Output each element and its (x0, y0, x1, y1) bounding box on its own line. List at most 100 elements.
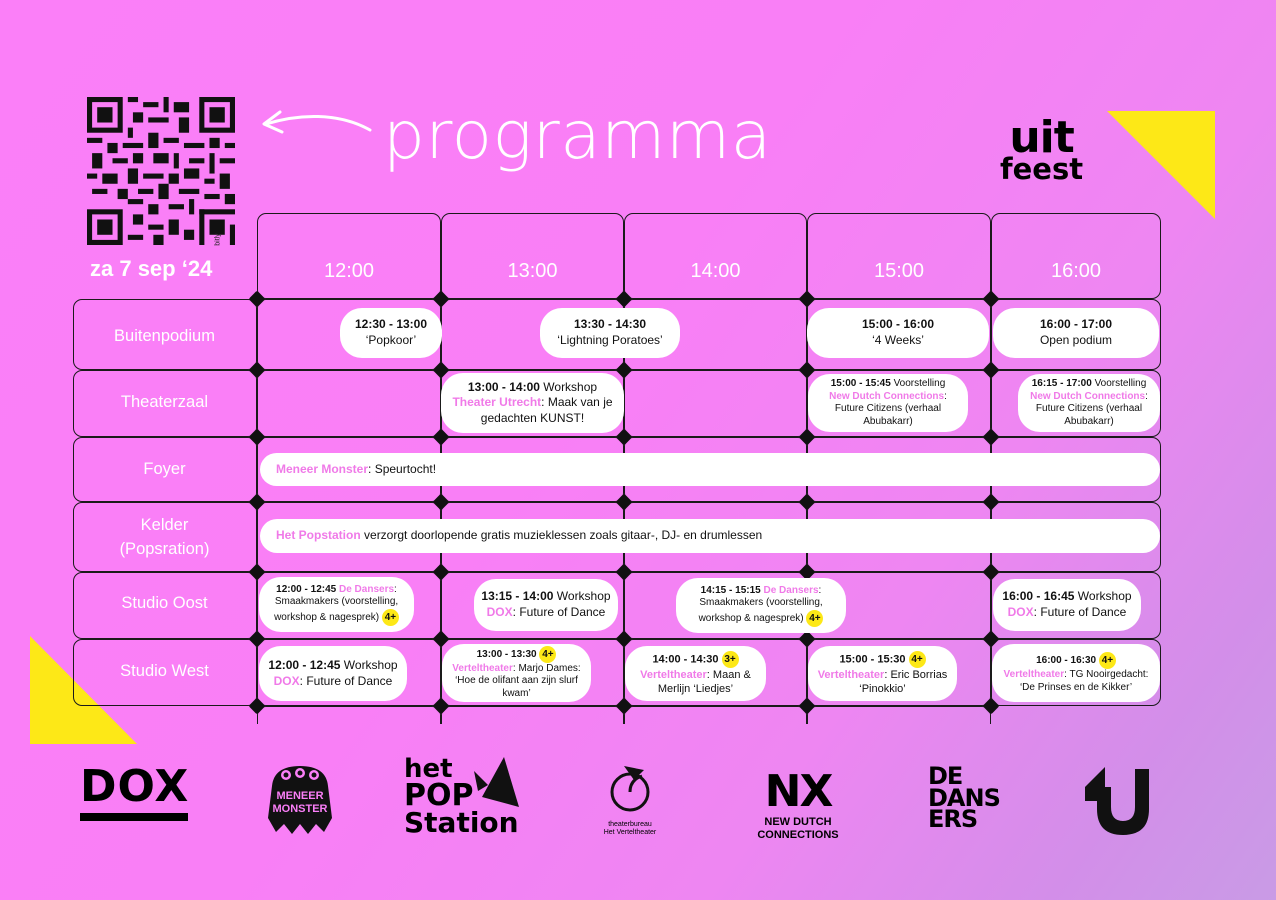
meneer-monster-logo: MENEER MONSTER (262, 762, 338, 836)
room-cell (73, 572, 257, 639)
grid-cell-tail (441, 706, 624, 724)
dox-logo-text: DOX (80, 761, 190, 812)
dedansers-line-2: DANS (928, 783, 1001, 812)
event-card[interactable]: 12:30 - 13:00‘Popkoor’ (340, 308, 442, 358)
room-cell (73, 502, 257, 572)
event-time: 13:15 - 14:00 (481, 589, 554, 604)
event-desc: Open podium (1039, 333, 1113, 347)
event-desc: ‘4 Weeks’ (872, 333, 924, 347)
event-desc: Maan & Merlijn ‘Liedjes’ (657, 668, 751, 695)
event-desc: Speurtocht! (374, 461, 437, 476)
dox-logo: DOX (80, 765, 190, 823)
grid-cell-tail (624, 706, 807, 724)
pop-line-3: Station (404, 806, 519, 840)
event-time: 12:00 - 12:45 (276, 583, 337, 595)
grid-cell (257, 370, 441, 437)
verteltheater-line-1: theaterbureau (608, 821, 652, 828)
event-org: Verteltheater (817, 668, 885, 681)
event-type: Voorstelling (1094, 378, 1147, 389)
ndc-line-2: CONNECTIONS (757, 828, 839, 841)
qr-code[interactable] (87, 97, 235, 245)
yellow-triangle-bottom (30, 636, 137, 744)
room-label-foyer: Foyer (143, 460, 186, 478)
event-type: Workshop (1077, 589, 1132, 604)
room-cell (73, 299, 257, 370)
event-card[interactable]: 15:00 - 16:00‘4 Weeks’ (807, 308, 989, 358)
monster-icon: MENEER MONSTER (268, 766, 332, 834)
event-org: DOX (486, 605, 513, 619)
uitfeest-logo: uit feest (1000, 116, 1084, 186)
event-card[interactable]: 14:00 - 14:30 3+Verteltheater: Maan & Me… (625, 646, 766, 701)
time-header-cell: 16:00 (991, 213, 1161, 299)
event-time: 13:00 - 14:00 (467, 379, 540, 394)
monster-line-2: MONSTER (273, 803, 328, 815)
monster-line-1: MENEER (276, 790, 323, 802)
event-time: 14:00 - 14:30 (652, 653, 719, 666)
popstation-logo: het POP Station (404, 756, 519, 842)
event-card[interactable]: 13:00 - 13:30 4+Verteltheater: Marjo Dam… (442, 644, 591, 702)
event-org: Theater Utrecht (452, 395, 542, 410)
room-cell (73, 437, 257, 502)
event-card[interactable]: 13:30 - 14:30‘Lightning Poratoes’ (540, 308, 680, 358)
age-badge: 4+ (1098, 652, 1116, 669)
event-card[interactable]: 14:15 - 15:15 De Dansers: Smaakmakers (v… (676, 578, 846, 633)
event-desc: Maak van je gedachten KUNST! (480, 395, 613, 425)
room-cell (73, 639, 257, 706)
grid-cell (624, 639, 807, 706)
event-time: 16:00 - 16:30 (1036, 655, 1097, 667)
event-card-wide[interactable]: Meneer Monster: Speurtocht! (260, 453, 1160, 486)
event-desc: ‘Lightning Poratoes’ (557, 333, 663, 347)
event-time: 16:00 - 16:45 (1002, 589, 1075, 604)
theater-utrecht-logo (1085, 767, 1149, 835)
room-cell (73, 370, 257, 437)
event-time: 15:00 - 15:30 (839, 653, 906, 666)
brand-line-2: feest (1000, 151, 1084, 186)
event-desc: Future Citizens (verhaal Abubakarr) (1035, 403, 1143, 427)
grid-cell (807, 639, 991, 706)
event-org: DOX (273, 673, 300, 688)
event-card-wide[interactable]: Het Popstation verzorgt doorlopende grat… (260, 519, 1160, 553)
spiral-icon (610, 766, 650, 812)
time-header-cell: 13:00 (441, 213, 624, 299)
grid-cell (624, 370, 807, 437)
event-type: Workshop (556, 589, 611, 604)
event-desc: Future Citizens (verhaal Abubakarr) (834, 403, 942, 427)
event-org: New Dutch Connections (829, 390, 945, 402)
time-label: 12:00 (323, 260, 375, 282)
ndc-mark: NX (764, 766, 834, 817)
time-label: 16:00 (1050, 260, 1102, 282)
time-label: 14:00 (690, 260, 741, 282)
grid-cell (991, 639, 1161, 706)
event-type: Workshop (543, 379, 598, 394)
event-time: 14:15 - 15:15 (700, 584, 761, 596)
event-time: 13:30 - 14:30 (573, 317, 647, 332)
arrow-left-icon (262, 110, 372, 134)
grid-cell-tail (257, 706, 441, 724)
event-org: De Dansers (339, 583, 395, 595)
event-org: Verteltheater (1003, 669, 1065, 680)
event-org: Verteltheater (640, 668, 707, 681)
event-time: 12:30 - 13:00 (354, 317, 428, 332)
yellow-triangle-top (1107, 111, 1215, 219)
event-time: 15:00 - 16:00 (861, 317, 935, 332)
event-time: 15:00 - 15:45 (830, 378, 891, 389)
event-card[interactable]: 15:00 - 15:30 4+Verteltheater: Eric Borr… (808, 646, 957, 701)
event-time: 16:00 - 17:00 (1039, 317, 1113, 332)
event-desc: verzorgt doorlopende gratis muzieklessen… (364, 528, 763, 543)
room-label-popsration: (Popsration) (119, 540, 210, 558)
room-label-kelder: Kelder (140, 516, 189, 534)
grid-cell (991, 299, 1161, 370)
age-badge: 3+ (721, 650, 739, 668)
grid-cell (257, 572, 441, 639)
event-card[interactable]: 12:00 - 12:45 De Dansers: Smaakmakers (v… (259, 577, 414, 632)
event-org: Meneer Monster (276, 461, 369, 476)
event-card[interactable]: 16:00 - 16:30 4+Verteltheater: TG Nooirg… (992, 644, 1160, 702)
dedansers-line-3: ERS (928, 805, 978, 834)
